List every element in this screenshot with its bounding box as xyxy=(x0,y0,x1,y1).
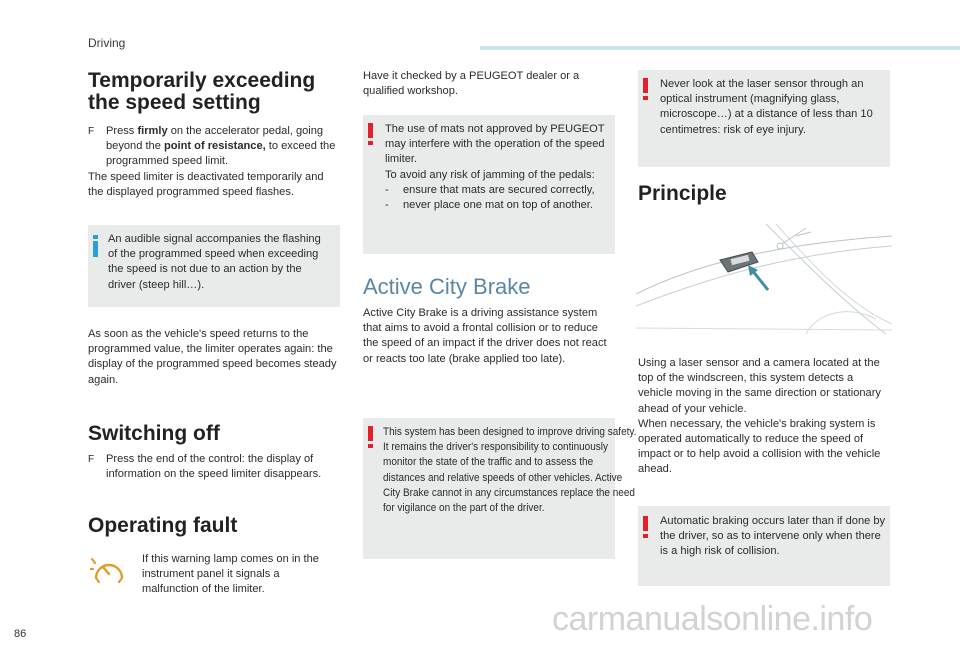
bullet-arrow-icon: F xyxy=(88,454,95,465)
temp-exceed-bullet: F Press firmly on the accelerator pedal,… xyxy=(88,124,342,170)
point-resistance-text: point of resistance, xyxy=(163,140,266,153)
auto-braking-text: Automatic braking occurs later than if d… xyxy=(660,515,886,558)
mats-avoid: To avoid any risk of jamming of the peda… xyxy=(385,168,595,181)
bullet-text: Press xyxy=(106,125,138,137)
switching-off-bullet: F Press the end of the control: the disp… xyxy=(88,452,358,482)
speed-limiter-fault-lamp-icon xyxy=(88,556,130,586)
warning-icon xyxy=(368,426,374,452)
operating-fault-text: If this warning lamp comes on in the ins… xyxy=(142,553,319,596)
returns-para: As soon as the vehicle's speed returns t… xyxy=(88,328,337,386)
design-line-1: This system has been designed to improve… xyxy=(383,426,637,438)
design-warning-text: This system has been designed to improve… xyxy=(383,425,637,516)
temp-exceed-title: Temporarily exceeding the speed setting xyxy=(88,69,316,114)
info-icon xyxy=(93,235,99,261)
principle-para-2: When necessary, the vehicle's braking sy… xyxy=(638,417,881,476)
principle-title: Principle xyxy=(638,182,727,205)
info-box: An audible signal accompanies the flashi… xyxy=(88,225,340,307)
mats-warning-text: The use of mats not approved by PEUGEOT … xyxy=(385,122,613,213)
mats-item: -never place one mat on top of another. xyxy=(385,199,593,212)
watermark: carmanualsonline.info xyxy=(552,600,873,638)
mats-item: -ensure that mats are secured correctly, xyxy=(385,183,595,196)
bullet-text: Press the end of the control: the displa… xyxy=(106,453,322,481)
warning-icon xyxy=(368,123,374,149)
principle-para-1: Using a laser sensor and a camera locate… xyxy=(638,357,881,415)
laser-warning-text: Never look at the laser sensor through a… xyxy=(660,78,873,136)
page-number: 86 xyxy=(14,628,27,640)
mats-item-text: ensure that mats are secured correctly, xyxy=(403,183,595,196)
switching-off-title: Switching off xyxy=(88,422,220,445)
operating-fault-title: Operating fault xyxy=(88,514,238,537)
header-bar xyxy=(480,46,960,50)
bullet-text: to exceed the programmed speed limit. xyxy=(106,140,336,168)
bullet-arrow-icon: F xyxy=(88,126,95,137)
active-city-brake-para: Active City Brake is a driving assistanc… xyxy=(363,307,607,365)
bullet-text: on the accelerator pedal, going beyond t… xyxy=(106,125,324,153)
column-1: Temporarily exceeding the speed setting … xyxy=(88,70,342,200)
principle-text: Using a laser sensor and a camera locate… xyxy=(638,356,890,478)
laser-warning-box: Never look at the laser sensor through a… xyxy=(638,70,890,167)
check-para: Have it checked by a PEUGEOT dealer or a… xyxy=(363,70,580,98)
info-box-text: An audible signal accompanies the flashi… xyxy=(108,233,321,291)
section-label: Driving xyxy=(88,36,126,50)
design-warning-box: This system has been designed to improve… xyxy=(363,418,636,559)
design-line-2: It remains the driver's responsibility t… xyxy=(383,441,635,515)
warning-icon xyxy=(643,516,649,542)
firmly-text: firmly xyxy=(137,125,168,137)
mats-item-text: never place one mat on top of another. xyxy=(403,199,593,212)
windscreen-sensor-illustration xyxy=(635,223,893,352)
mats-warning-box: The use of mats not approved by PEUGEOT … xyxy=(363,115,615,254)
active-city-brake-title: Active City Brake xyxy=(363,274,531,299)
warning-icon xyxy=(643,78,649,104)
temp-exceed-para: The speed limiter is deactivated tempora… xyxy=(88,170,324,198)
auto-braking-box: Automatic braking occurs later than if d… xyxy=(638,506,890,586)
mats-intro: The use of mats not approved by PEUGEOT … xyxy=(385,123,605,166)
